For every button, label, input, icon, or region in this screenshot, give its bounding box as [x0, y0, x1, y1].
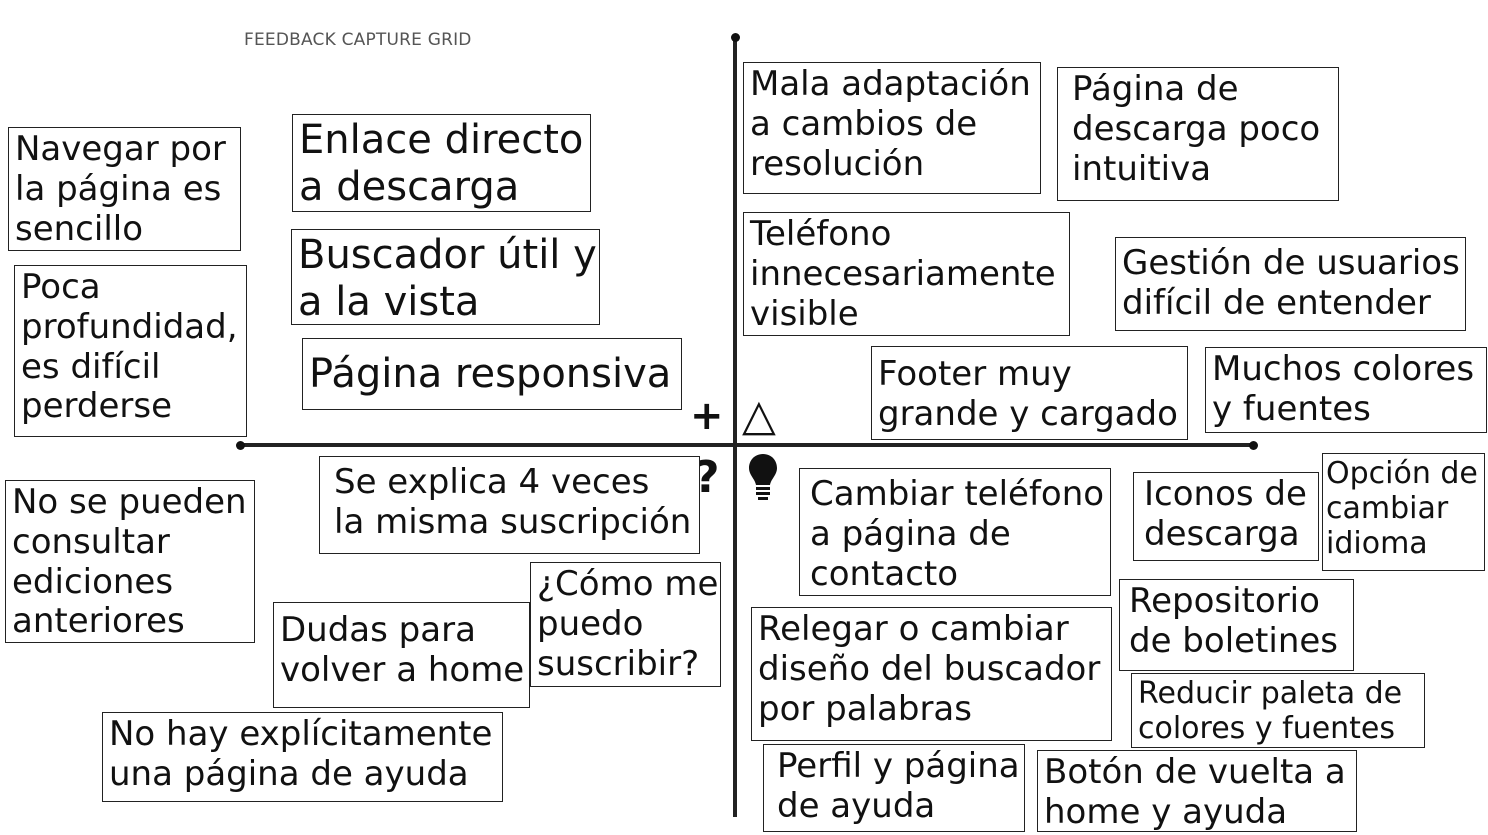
feedback-note: Botón de vuelta a home y ayuda	[1037, 750, 1357, 832]
delta-symbol: △	[742, 390, 776, 441]
axis-end-dot-left	[236, 441, 245, 450]
axis-end-dot-top	[731, 33, 740, 42]
feedback-note: Muchos colores y fuentes	[1205, 347, 1487, 433]
feedback-note: Mala adaptación a cambios de resolución	[743, 62, 1041, 194]
page-title: FEEDBACK CAPTURE GRID	[244, 30, 472, 50]
feedback-note: Página de descarga poco intuitiva	[1057, 67, 1339, 201]
feedback-note: Cambiar teléfono a página de contacto	[799, 468, 1111, 596]
feedback-note: Poca profundidad, es difícil perderse	[14, 265, 247, 437]
feedback-note: ¿Cómo me puedo suscribir?	[530, 562, 721, 687]
lightbulb-icon	[749, 454, 777, 500]
feedback-note: Buscador útil y a la vista	[291, 229, 600, 325]
feedback-note: Teléfono innecesariamente visible	[743, 212, 1070, 336]
feedback-note: Perfil y página de ayuda	[763, 744, 1025, 832]
feedback-note: Opción de cambiar idioma	[1322, 453, 1485, 571]
feedback-note: Dudas para volver a home	[273, 602, 530, 708]
feedback-note: Se explica 4 veces la misma suscripción	[319, 456, 700, 554]
feedback-note: Footer muy grande y cargado	[871, 346, 1188, 440]
feedback-note: Gestión de usuarios difícil de entender	[1115, 237, 1466, 331]
vertical-axis	[733, 37, 737, 817]
feedback-note: Iconos de descarga	[1133, 472, 1319, 561]
feedback-note: Enlace directo a descarga	[292, 114, 591, 212]
feedback-note: No hay explícitamente una página de ayud…	[102, 712, 503, 802]
feedback-note: Repositorio de boletines	[1119, 579, 1354, 671]
feedback-note: Reducir paleta de colores y fuentes	[1131, 673, 1425, 748]
feedback-note: Navegar por la página es sencillo	[8, 127, 241, 251]
horizontal-axis	[240, 443, 1254, 447]
feedback-note: No se pueden consultar ediciones anterio…	[5, 480, 255, 643]
axis-end-dot-right	[1249, 441, 1258, 450]
feedback-note: Relegar o cambiar diseño del buscador po…	[751, 607, 1112, 741]
feedback-note: Página responsiva	[302, 338, 682, 410]
plus-symbol: +	[690, 393, 724, 439]
